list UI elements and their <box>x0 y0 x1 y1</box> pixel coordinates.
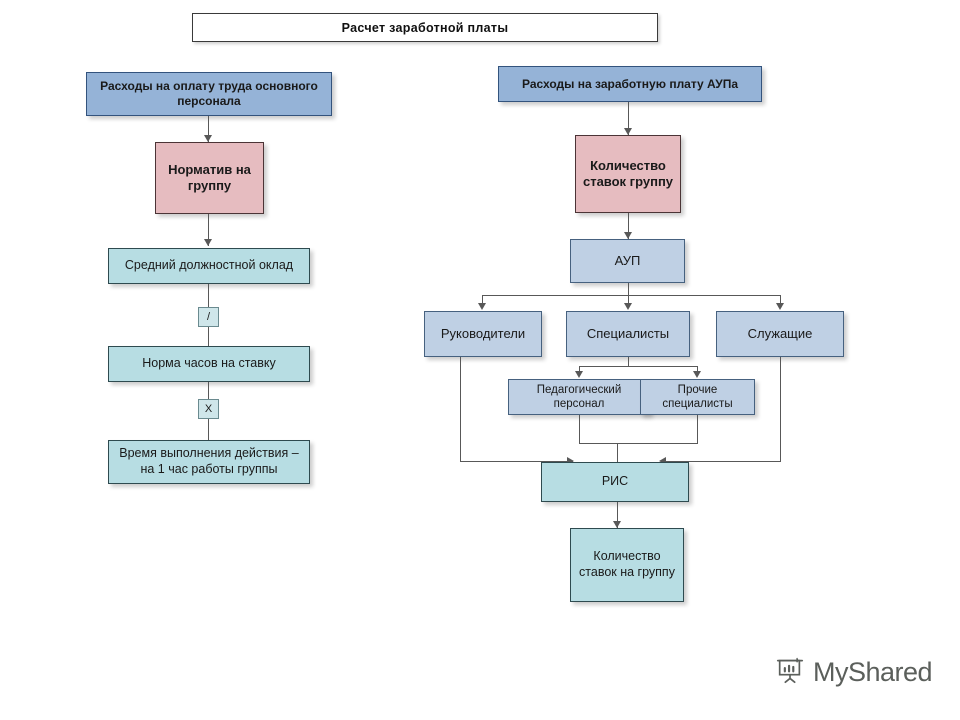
edge-employees-down <box>780 357 782 462</box>
edge-specialists-bus <box>579 366 698 368</box>
edge-aup-bus <box>482 295 781 297</box>
arrowhead-labor-to-norm <box>204 135 212 142</box>
node-specialists: Специалисты <box>566 311 690 357</box>
node-aup: АУП <box>570 239 685 283</box>
edge-labor-to-norm <box>208 116 210 142</box>
edge-managers-to-ris <box>460 461 573 463</box>
node-action-time: Время выполнения действия – на 1 час раб… <box>108 440 310 484</box>
edge-count-to-aup <box>628 213 630 239</box>
edge-employees-to-ris <box>665 461 781 463</box>
node-specialists-label: Специалисты <box>586 325 670 341</box>
myshared-watermark: MyShared <box>775 655 933 690</box>
node-pedagogical-staff: Педагогический персонал <box>508 379 650 415</box>
edge-specialists-to-pedagogical <box>579 366 581 375</box>
node-rate-count-group: Количество ставок группу <box>575 135 681 213</box>
operator-divide-label: / <box>206 311 211 323</box>
node-aup-expenses-label: Расходы на заработную плату АУПа <box>521 76 739 91</box>
arrowhead-count-to-aup <box>624 232 632 239</box>
edge-subs-merge-bus <box>579 443 698 445</box>
arrowhead-aup-to-managers <box>478 303 486 310</box>
node-pedagogical-staff-label: Педагогический персонал <box>536 383 622 410</box>
arrowhead-specialists-to-pedagogical <box>575 371 583 378</box>
edge-other-down <box>697 415 699 444</box>
edge-aup-stem <box>628 283 630 296</box>
node-labor-expenses-label: Расходы на оплату труда основного персон… <box>100 79 318 108</box>
node-employees: Служащие <box>716 311 844 357</box>
arrowhead-aup-to-employees <box>776 303 784 310</box>
arrowhead-employees-to-ris <box>659 457 666 465</box>
operator-multiply-label: X <box>204 403 213 415</box>
node-hours-norm: Норма часов на ставку <box>108 346 310 382</box>
node-employees-label: Служащие <box>747 325 813 341</box>
edge-aup-to-employees <box>780 295 782 308</box>
node-other-specialists-label: Прочие специалисты <box>662 383 733 410</box>
arrowhead-managers-to-ris <box>567 457 574 465</box>
edge-pedagogical-down <box>579 415 581 444</box>
node-group-norm-label: Норматив на группу <box>168 161 251 193</box>
node-managers-label: Руководители <box>440 325 526 341</box>
node-ris-label: РИС <box>601 474 629 489</box>
arrowhead-norm-to-salary <box>204 239 212 246</box>
node-rate-count-result: Количество ставок на группу <box>570 528 684 602</box>
arrowhead-aup-to-specialists <box>624 303 632 310</box>
node-other-specialists: Прочие специалисты <box>640 379 755 415</box>
operator-divide: / <box>198 307 219 327</box>
arrowhead-aupexp-to-count <box>624 128 632 135</box>
node-group-norm: Норматив на группу <box>155 142 264 214</box>
diagram-title-label: Расчет заработной платы <box>341 20 509 35</box>
edge-aup-to-specialists <box>628 295 630 308</box>
edge-specialists-to-other <box>697 366 699 375</box>
node-hours-norm-label: Норма часов на ставку <box>142 356 276 371</box>
node-aup-label: АУП <box>614 252 641 268</box>
edge-aupexp-to-count <box>628 102 630 135</box>
node-average-salary: Средний должностной оклад <box>108 248 310 284</box>
edge-specialists-stem <box>628 357 630 367</box>
node-aup-expenses: Расходы на заработную плату АУПа <box>498 66 762 102</box>
arrowhead-specialists-to-other <box>693 371 701 378</box>
edge-aup-to-managers <box>482 295 484 308</box>
node-rate-count-result-label: Количество ставок на группу <box>579 549 675 579</box>
myshared-watermark-label: MyShared <box>813 657 933 687</box>
node-ris: РИС <box>541 462 689 502</box>
edge-subs-to-ris <box>617 443 619 470</box>
presentation-chart-icon <box>775 655 805 690</box>
node-average-salary-label: Средний должностной оклад <box>124 258 294 273</box>
edge-managers-down <box>460 357 462 462</box>
node-managers: Руководители <box>424 311 542 357</box>
edge-norm-to-salary <box>208 214 210 246</box>
operator-multiply: X <box>198 399 219 419</box>
edge-ris-to-result <box>617 502 619 528</box>
arrowhead-ris-to-result <box>613 521 621 528</box>
diagram-title: Расчет заработной платы <box>192 13 658 42</box>
node-action-time-label: Время выполнения действия – на 1 час раб… <box>119 446 299 476</box>
node-rate-count-group-label: Количество ставок группу <box>582 157 674 189</box>
node-labor-expenses: Расходы на оплату труда основного персон… <box>86 72 332 116</box>
